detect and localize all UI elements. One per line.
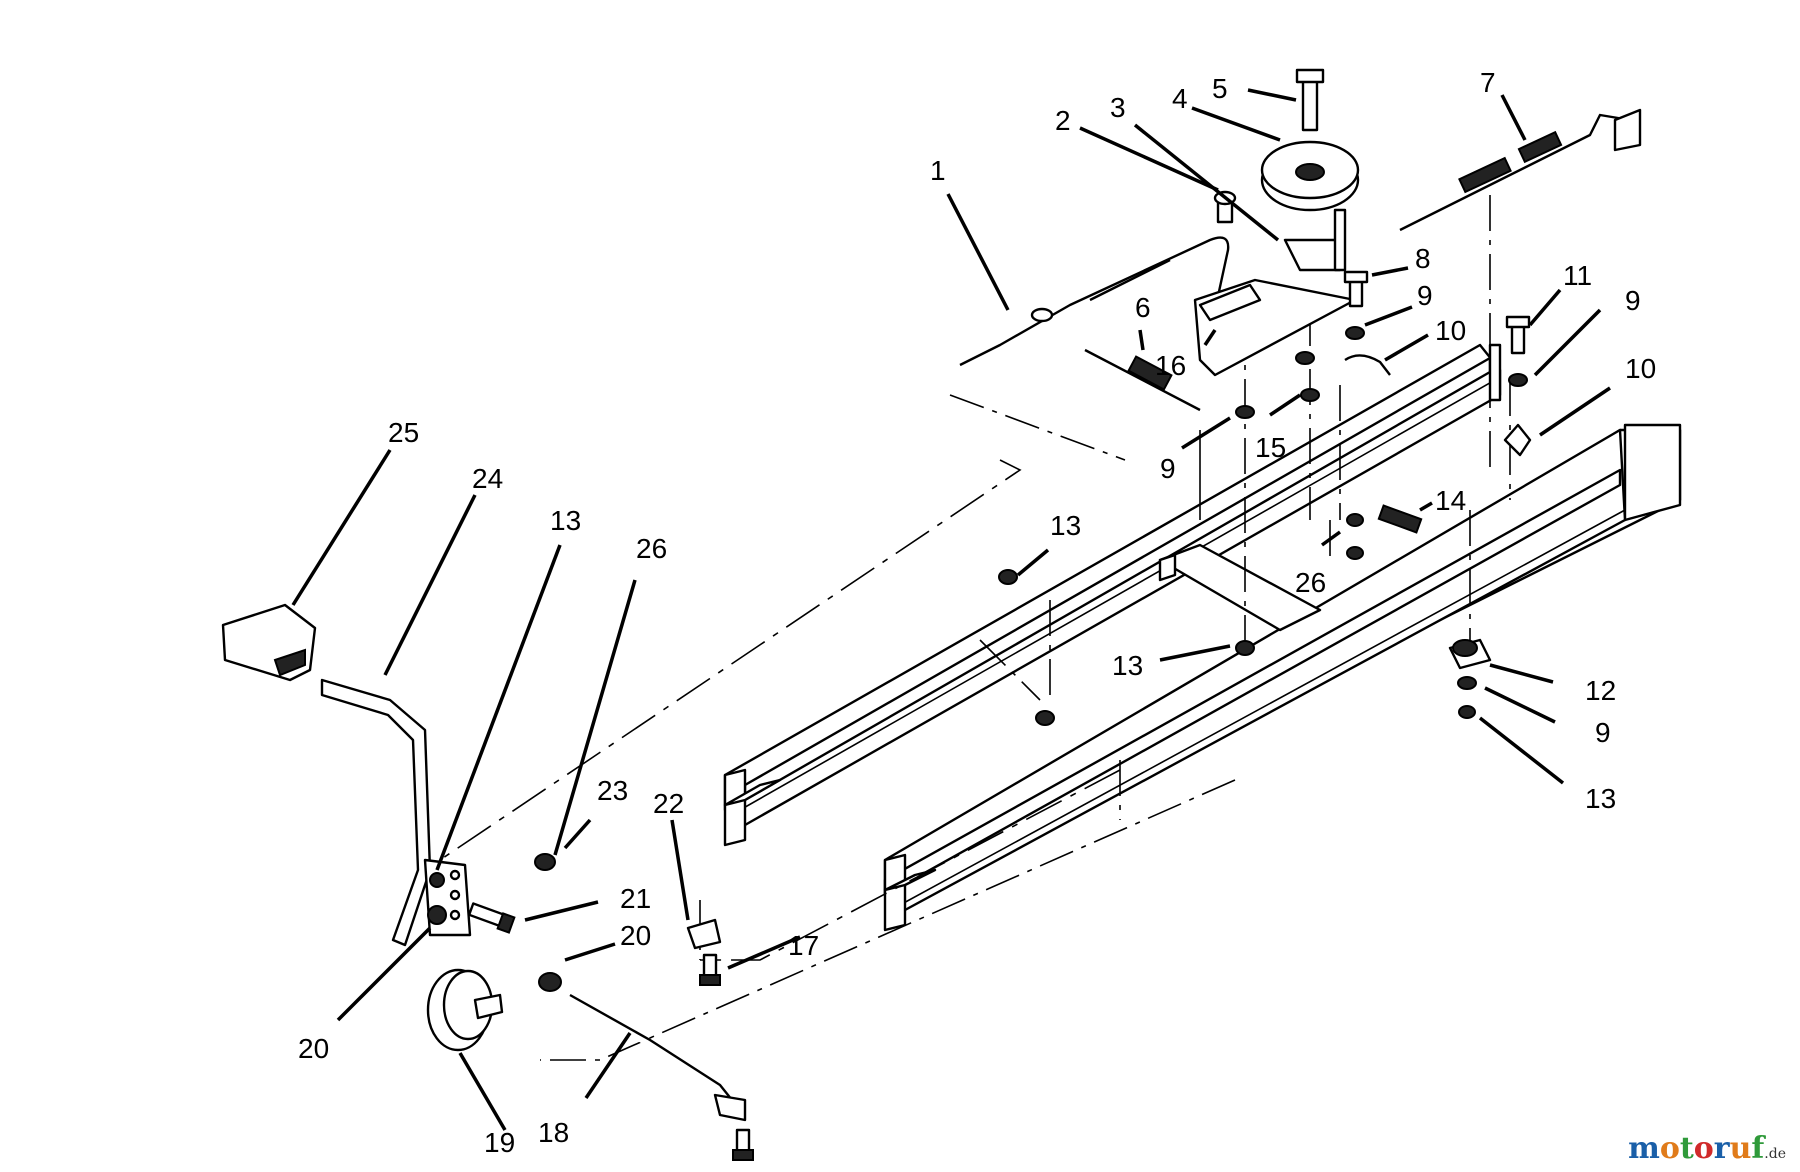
callout-9-d: 9 xyxy=(1595,717,1611,748)
watermark-letter: o xyxy=(1693,1131,1714,1166)
callout-21: 21 xyxy=(620,883,651,914)
bottom-bolt xyxy=(732,1128,754,1161)
part-20-washer xyxy=(538,972,562,992)
rail-end-channel-upper xyxy=(723,768,782,847)
part-6-spring xyxy=(1084,348,1201,412)
callout-24: 24 xyxy=(472,463,503,494)
callout-13-a: 13 xyxy=(1050,510,1081,541)
part-9-washer-b xyxy=(1235,405,1255,419)
part-12-pivot xyxy=(1448,638,1492,670)
callout-9-b: 9 xyxy=(1625,285,1641,316)
callout-19: 19 xyxy=(484,1127,515,1158)
callout-9-a: 9 xyxy=(1417,280,1433,311)
part-9-washer-c xyxy=(1508,373,1528,387)
callout-17: 17 xyxy=(788,930,819,961)
part-19-pulley xyxy=(426,968,504,1052)
watermark-letter: o xyxy=(1659,1131,1680,1166)
part-1-rod xyxy=(959,236,1230,367)
part-3-bracket xyxy=(1283,208,1347,272)
callout-4: 4 xyxy=(1172,83,1188,114)
callout-5: 5 xyxy=(1212,73,1228,104)
callout-13-b: 13 xyxy=(1112,650,1143,681)
part-8-bolt xyxy=(1343,270,1369,308)
part-7-tension-rod xyxy=(1399,108,1642,232)
callout-2: 2 xyxy=(1055,105,1071,136)
callout-1: 1 xyxy=(930,155,946,186)
part-21-bolt xyxy=(467,902,516,934)
part-26-nut-right xyxy=(1346,513,1364,560)
pedal-bracket xyxy=(423,858,472,937)
callout-11: 11 xyxy=(1563,260,1592,291)
callout-20-a: 20 xyxy=(620,920,651,951)
callout-25: 25 xyxy=(388,417,419,448)
callout-20-b: 20 xyxy=(298,1033,329,1064)
frame-rail-upper xyxy=(723,343,1502,827)
part-5-bolt xyxy=(1295,68,1325,132)
callout-10-a: 10 xyxy=(1435,315,1466,346)
callout-15: 15 xyxy=(1255,432,1286,463)
cross-member-plate xyxy=(1158,543,1322,632)
part-14-spring xyxy=(1377,504,1423,534)
callout-23: 23 xyxy=(597,775,628,806)
watermark-letter: f xyxy=(1751,1131,1765,1166)
watermark-logo: motoruf.de xyxy=(1628,1131,1786,1166)
part-13-nut-center xyxy=(998,569,1255,726)
callout-7: 7 xyxy=(1480,67,1496,98)
part-15-nut xyxy=(1295,351,1320,402)
part-11-bolt xyxy=(1505,315,1531,355)
callout-6: 6 xyxy=(1135,292,1151,323)
watermark-letter: t xyxy=(1679,1131,1694,1166)
callout-26-b: 26 xyxy=(1295,567,1326,598)
assembly-lines xyxy=(439,195,1511,1061)
watermark-letter: r xyxy=(1713,1131,1730,1166)
part-17-bolt xyxy=(699,953,721,986)
part-10-lever-b xyxy=(1503,423,1532,457)
part-23-washer xyxy=(534,853,556,871)
callout-22: 22 xyxy=(653,788,684,819)
part-13-nut-right xyxy=(1458,705,1476,719)
leader-lines xyxy=(291,88,1611,1131)
frame-rail-lower xyxy=(883,423,1682,912)
callout-9-c: 9 xyxy=(1160,453,1176,484)
callout-8: 8 xyxy=(1415,243,1431,274)
watermark-suffix: .de xyxy=(1764,1146,1786,1162)
watermark-letter: u xyxy=(1729,1131,1752,1166)
part-22-clip xyxy=(686,918,722,950)
part-10-lever xyxy=(1344,354,1391,376)
part-18-link-rod xyxy=(569,993,747,1122)
callout-18: 18 xyxy=(538,1117,569,1148)
part-4-pulley xyxy=(1260,140,1360,212)
callout-labels: 1 2 3 4 5 6 7 8 9 9 9 9 10 10 11 12 13 1… xyxy=(298,67,1656,1158)
part-25-pedal-pad xyxy=(221,603,317,682)
callout-13-d: 13 xyxy=(550,505,581,536)
part-9-washer-a xyxy=(1345,326,1365,340)
callout-12: 12 xyxy=(1585,675,1616,706)
callout-3: 3 xyxy=(1110,92,1126,123)
callout-16: 16 xyxy=(1155,350,1186,381)
part-9-washer-d xyxy=(1457,676,1477,690)
part-24-pedal-arm xyxy=(320,678,432,947)
callout-14: 14 xyxy=(1435,485,1466,516)
watermark-letter: m xyxy=(1628,1131,1660,1166)
callout-26-a: 26 xyxy=(636,533,667,564)
callout-10-b: 10 xyxy=(1625,353,1656,384)
callout-13-c: 13 xyxy=(1585,783,1616,814)
